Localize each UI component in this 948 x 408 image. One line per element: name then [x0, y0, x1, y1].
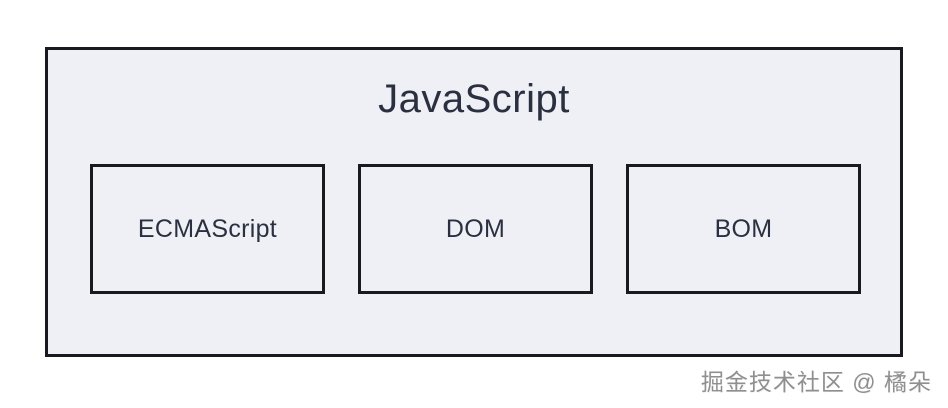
- javascript-container-box: JavaScript ECMAScript DOM BOM: [45, 47, 903, 357]
- diagram-title: JavaScript: [378, 77, 570, 121]
- sub-boxes-row: ECMAScript DOM BOM: [90, 164, 861, 294]
- bom-label: BOM: [714, 214, 773, 243]
- bom-box: BOM: [626, 164, 861, 294]
- dom-label: DOM: [445, 214, 506, 243]
- ecmascript-box: ECMAScript: [90, 164, 325, 294]
- watermark-text: 掘金技术社区 @ 橘朵: [700, 369, 932, 395]
- ecmascript-label: ECMAScript: [137, 214, 278, 243]
- dom-box: DOM: [358, 164, 593, 294]
